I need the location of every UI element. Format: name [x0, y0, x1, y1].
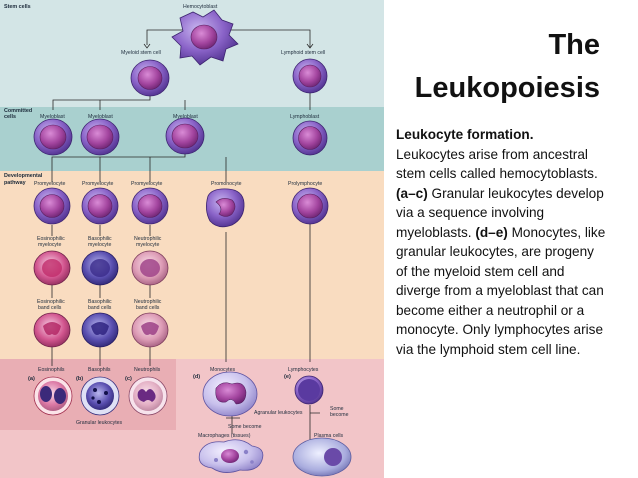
eosinophilic-myelocyte-cell	[33, 250, 71, 286]
label-prolymphocyte: Prolymphocyte	[288, 181, 322, 187]
label-monocytes: Monocytes	[210, 367, 235, 373]
myeloid-stem-cell	[130, 59, 170, 97]
label-promyelocyte-1: Promyelocyte	[34, 181, 66, 187]
label-basophilic-myelocyte: Basophilic	[88, 236, 112, 242]
zone-label-developmental: Developmental	[4, 173, 43, 179]
label-basophils: Basophils	[88, 367, 111, 373]
promyelocyte-cell-1	[33, 187, 71, 225]
slide-title: The Leukopoiesis	[415, 24, 600, 110]
zone-label-pathway: pathway	[4, 180, 26, 186]
leukopoiesis-diagram: Stem cells Committed cells Developmental…	[0, 0, 384, 478]
label-promonocyte: Promonocyte	[211, 181, 242, 187]
label-neutrophilic-myelocyte-2: myelocyte	[136, 242, 159, 248]
label-promyelocyte-2: Promyelocyte	[82, 181, 114, 187]
neutrophilic-band-cell	[131, 312, 169, 348]
letter-e: (e)	[284, 374, 291, 380]
label-lymphoid-stem-cell: Lymphoid stem cell	[281, 50, 325, 56]
label-eosinophilic-myelocyte-2: myelocyte	[38, 242, 61, 248]
label-some-become-left: Some become	[228, 424, 262, 430]
label-basophilic-band: Basophilic	[88, 299, 112, 305]
label-neutrophils: Neutrophils	[134, 367, 161, 373]
description-ref-de: (d–e)	[475, 224, 508, 240]
label-myeloblast-1: Myeloblast	[40, 114, 65, 120]
plasma-cell	[292, 437, 352, 477]
description-ref-ac: (a–c)	[396, 185, 428, 201]
label-macrophages: Macrophages (tissues)	[198, 433, 251, 439]
description-part-2: Granular leukocytes develop via a sequen…	[396, 185, 604, 240]
label-neutrophilic-myelocyte: Neutrophilic	[134, 236, 162, 242]
neutrophilic-myelocyte-cell	[131, 250, 169, 286]
letter-d: (d)	[193, 374, 200, 380]
lymphocyte-cell	[294, 375, 324, 405]
description-part-1: Leukocytes arise from ancestral stem cel…	[396, 146, 598, 182]
letter-a: (a)	[28, 376, 35, 382]
label-myeloblast-2: Myeloblast	[88, 114, 113, 120]
label-eosinophilic-myelocyte: Eosinophilic	[37, 236, 65, 242]
basophilic-myelocyte-cell	[81, 250, 119, 286]
basophil-cell	[80, 376, 120, 416]
macrophage-cell	[198, 439, 264, 473]
promyelocyte-cell-2	[81, 187, 119, 225]
label-eosinophilic-band-2: band cells	[38, 305, 62, 311]
lymphoid-stem-cell	[292, 58, 328, 94]
label-myeloblast-3: Myeloblast	[173, 114, 198, 120]
promyelocyte-cell-3	[131, 187, 169, 225]
label-lymphocytes: Lymphocytes	[288, 367, 319, 373]
label-eosinophilic-band: Eosinophilic	[37, 299, 65, 305]
lymphoblast-cell	[292, 120, 328, 156]
label-basophilic-band-2: band cells	[88, 305, 112, 311]
myeloblast-cell-1	[33, 118, 73, 156]
zone-label-committed: Committed	[4, 108, 32, 114]
label-eosinophils: Eosinophils	[38, 367, 65, 373]
label-promyelocyte-3: Promyelocyte	[131, 181, 163, 187]
label-neutrophilic-band: Neutrophilic	[134, 299, 162, 305]
promonocyte-cell	[206, 188, 245, 228]
label-granular-leukocytes: Granular leukocytes	[76, 420, 123, 426]
myeloblast-cell-2	[80, 118, 120, 156]
title-line-2: Leukopoiesis	[414, 72, 600, 104]
label-neutrophilic-band-2: band cells	[136, 305, 160, 311]
description-part-3: Monocytes, like granular leukocytes, are…	[396, 224, 606, 357]
label-some-become-right: Some	[330, 406, 344, 412]
eosinophil-cell	[33, 376, 73, 416]
letter-c: (c)	[125, 376, 132, 382]
prolymphocyte-cell	[291, 187, 329, 225]
eosinophilic-band-cell	[33, 312, 71, 348]
title-line-1: The	[548, 29, 600, 61]
neutrophil-cell	[128, 376, 168, 416]
description-heading: Leukocyte formation.	[396, 127, 534, 142]
description-text: Leukocyte formation. Leukocytes arise fr…	[396, 125, 606, 359]
myeloblast-cell-3	[165, 117, 205, 155]
basophilic-band-cell	[81, 312, 119, 348]
zone-label-stem: Stem cells	[4, 4, 31, 10]
label-lymphoblast: Lymphoblast	[290, 114, 320, 120]
hemocytoblast-cell	[171, 9, 239, 66]
label-agranular-leukocytes: Agranular leukocytes	[254, 410, 303, 416]
label-some-become-right-2: become	[330, 412, 349, 418]
letter-b: (b)	[76, 376, 83, 382]
label-hemocytoblast: Hemocytoblast	[183, 4, 218, 10]
label-basophilic-myelocyte-2: myelocyte	[88, 242, 111, 248]
zone-label-committed-2: cells	[4, 114, 16, 120]
monocyte-cell	[202, 371, 258, 417]
label-myeloid-stem-cell: Myeloid stem cell	[121, 50, 161, 56]
label-plasma-cells: Plasma cells	[314, 433, 344, 439]
